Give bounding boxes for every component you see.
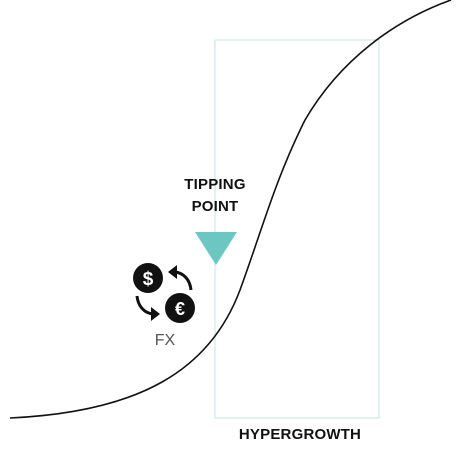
dollar-coin-icon: $ (133, 263, 163, 293)
currency-exchange-icon: $ € (133, 263, 195, 323)
tipping-point-label: TIPPING POINT (160, 174, 270, 218)
tipping-point-label-line2: POINT (191, 198, 239, 215)
exchange-arrow-bottom-icon (135, 295, 160, 321)
hypergrowth-zone-outline (214, 39, 380, 419)
hypergrowth-label: HYPERGROWTH (238, 426, 362, 443)
tipping-point-label-line1: TIPPING (184, 176, 246, 193)
euro-coin-icon: € (165, 293, 195, 323)
svg-text:$: $ (143, 269, 154, 290)
fx-label: FX (154, 332, 176, 349)
svg-text:€: € (175, 299, 185, 319)
s-curve (9, 0, 452, 419)
tipping-point-marker-icon (195, 232, 237, 265)
exchange-arrow-top-icon (168, 265, 193, 291)
